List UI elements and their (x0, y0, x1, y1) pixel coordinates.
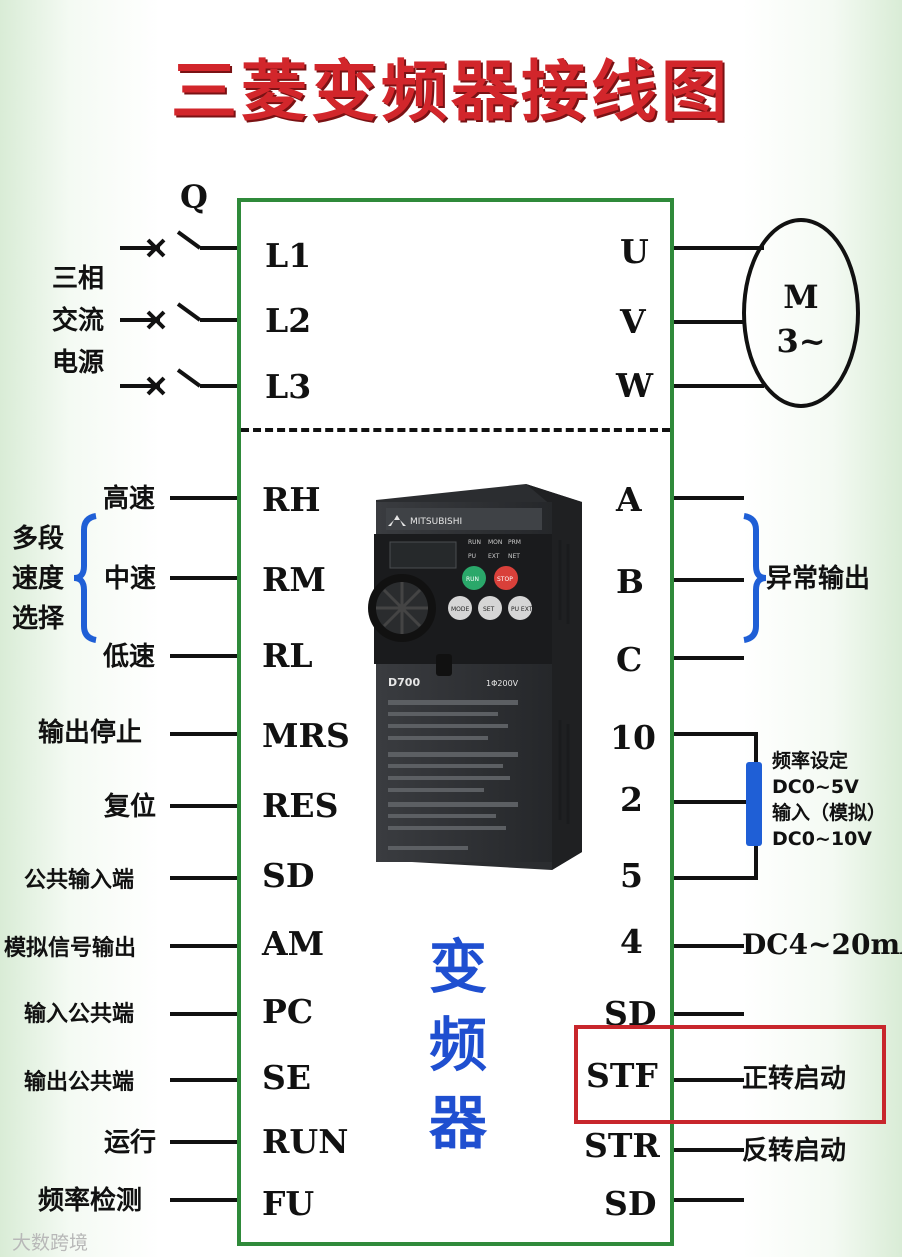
indicator-pu: PU (468, 553, 476, 560)
motor-label-m: M (783, 278, 819, 316)
device-label-char: 器 (428, 1089, 487, 1157)
terminal-V: V (620, 302, 646, 341)
switch-label: Q (180, 178, 208, 216)
terminal-RH: RH (262, 480, 321, 519)
terminal-4: 4 (620, 922, 643, 961)
indicator-mon: MON (488, 539, 502, 546)
label-analog-output: 模拟信号输出 (4, 936, 137, 961)
label-forward-start: 正转启动 (742, 1064, 847, 1094)
device-label-char: 变 (428, 933, 487, 1001)
power-source-label-3: 电源 (52, 348, 105, 378)
label-freq-detect: 频率检测 (38, 1186, 143, 1216)
terminal-STF: STF (586, 1056, 658, 1095)
terminal-A: A (616, 480, 642, 519)
indicator-run: RUN (468, 539, 481, 546)
terminal-L1: L1 (265, 236, 312, 275)
button-mode: MODE (451, 606, 470, 613)
terminal-B: B (616, 562, 644, 601)
indicator-net: NET (508, 553, 520, 560)
freq-setting-line-4: DC0~10V (772, 828, 873, 850)
freq-setting-note: 频率设定 DC0~5V 输入（模拟） DC0~10V (772, 748, 886, 852)
terminal-AM: AM (262, 924, 325, 963)
indicator-prm: PRM (508, 539, 521, 546)
stf-highlight-box (574, 1025, 886, 1124)
power-source-label-2: 交流 (52, 306, 105, 336)
freq-brace (746, 762, 762, 846)
inverter-rating: 1Φ200V (486, 679, 519, 688)
terminal-L3: L3 (265, 367, 312, 406)
terminal-PC: PC (262, 992, 314, 1031)
label-output-common: 输出公共端 (24, 1070, 135, 1095)
terminal-W: W (616, 366, 654, 405)
device-label: 变频器 (428, 928, 488, 1162)
button-pu-ext: PU EXT (511, 606, 533, 613)
freq-setting-line-2: DC0~5V (772, 776, 859, 798)
terminal-SE: SE (262, 1058, 311, 1097)
inverter-brand: MITSUBISHI (410, 517, 462, 527)
speed-group-label-2: 速度 (12, 564, 65, 594)
label-reset: 复位 (104, 792, 157, 822)
fault-output-label: 异常输出 (766, 564, 871, 594)
speed-group-label-1: 多段 (12, 524, 65, 554)
button-stop: STOP (497, 576, 513, 583)
wire-V (674, 320, 744, 324)
terminal-RL: RL (262, 636, 313, 675)
terminal-RUN: RUN (262, 1122, 349, 1161)
terminal-SD-right-2: SD (604, 1184, 657, 1223)
motor-label-phase: 3~ (776, 322, 826, 360)
label-reverse-start: 反转启动 (742, 1136, 847, 1166)
terminal-FU: FU (262, 1184, 315, 1223)
label-high-speed: 高速 (103, 484, 156, 514)
motor-symbol: M 3~ (742, 218, 860, 408)
label-dc-current-output: DC4~20mA (742, 928, 902, 961)
label-mid-speed: 中速 (104, 564, 157, 594)
wire-U (674, 246, 764, 250)
terminal-RM: RM (262, 560, 326, 599)
button-set: SET (483, 606, 495, 613)
freq-setting-line-1: 频率设定 (772, 750, 849, 772)
label-common-input: 公共输入端 (24, 868, 135, 893)
inverter-model: D700 (388, 676, 420, 689)
terminal-RES: RES (262, 786, 339, 825)
terminal-C: C (616, 640, 643, 679)
inverter-image: MITSUBISHI RUN MON PRM PU EXT NET RUN ST… (356, 480, 586, 870)
terminal-SD-left: SD (262, 856, 315, 895)
watermark-text: 大数跨境 (12, 1232, 89, 1254)
terminal-STR: STR (584, 1126, 660, 1165)
wire-W (674, 384, 764, 388)
power-control-divider (241, 428, 670, 432)
terminal-U: U (620, 232, 649, 271)
terminal-L2: L2 (265, 301, 312, 340)
label-running: 运行 (104, 1128, 157, 1158)
freq-setting-line-3: 输入（模拟） (772, 802, 887, 824)
label-low-speed: 低速 (103, 642, 156, 672)
label-input-common: 输入公共端 (24, 1002, 135, 1027)
speed-group-label-3: 选择 (12, 604, 65, 634)
terminal-10: 10 (610, 718, 656, 757)
terminal-2: 2 (620, 780, 643, 819)
mitsubishi-logo-icon (388, 515, 406, 526)
button-run: RUN (466, 576, 479, 583)
terminal-5: 5 (620, 856, 643, 895)
terminal-MRS: MRS (262, 716, 350, 755)
device-label-char: 频 (428, 1011, 487, 1079)
power-source-label-1: 三相 (52, 264, 105, 294)
indicator-ext: EXT (488, 553, 500, 560)
inverter-frame (237, 198, 674, 1246)
diagram-title: 三菱变频器接线图 (171, 53, 731, 130)
label-output-stop: 输出停止 (38, 718, 143, 748)
